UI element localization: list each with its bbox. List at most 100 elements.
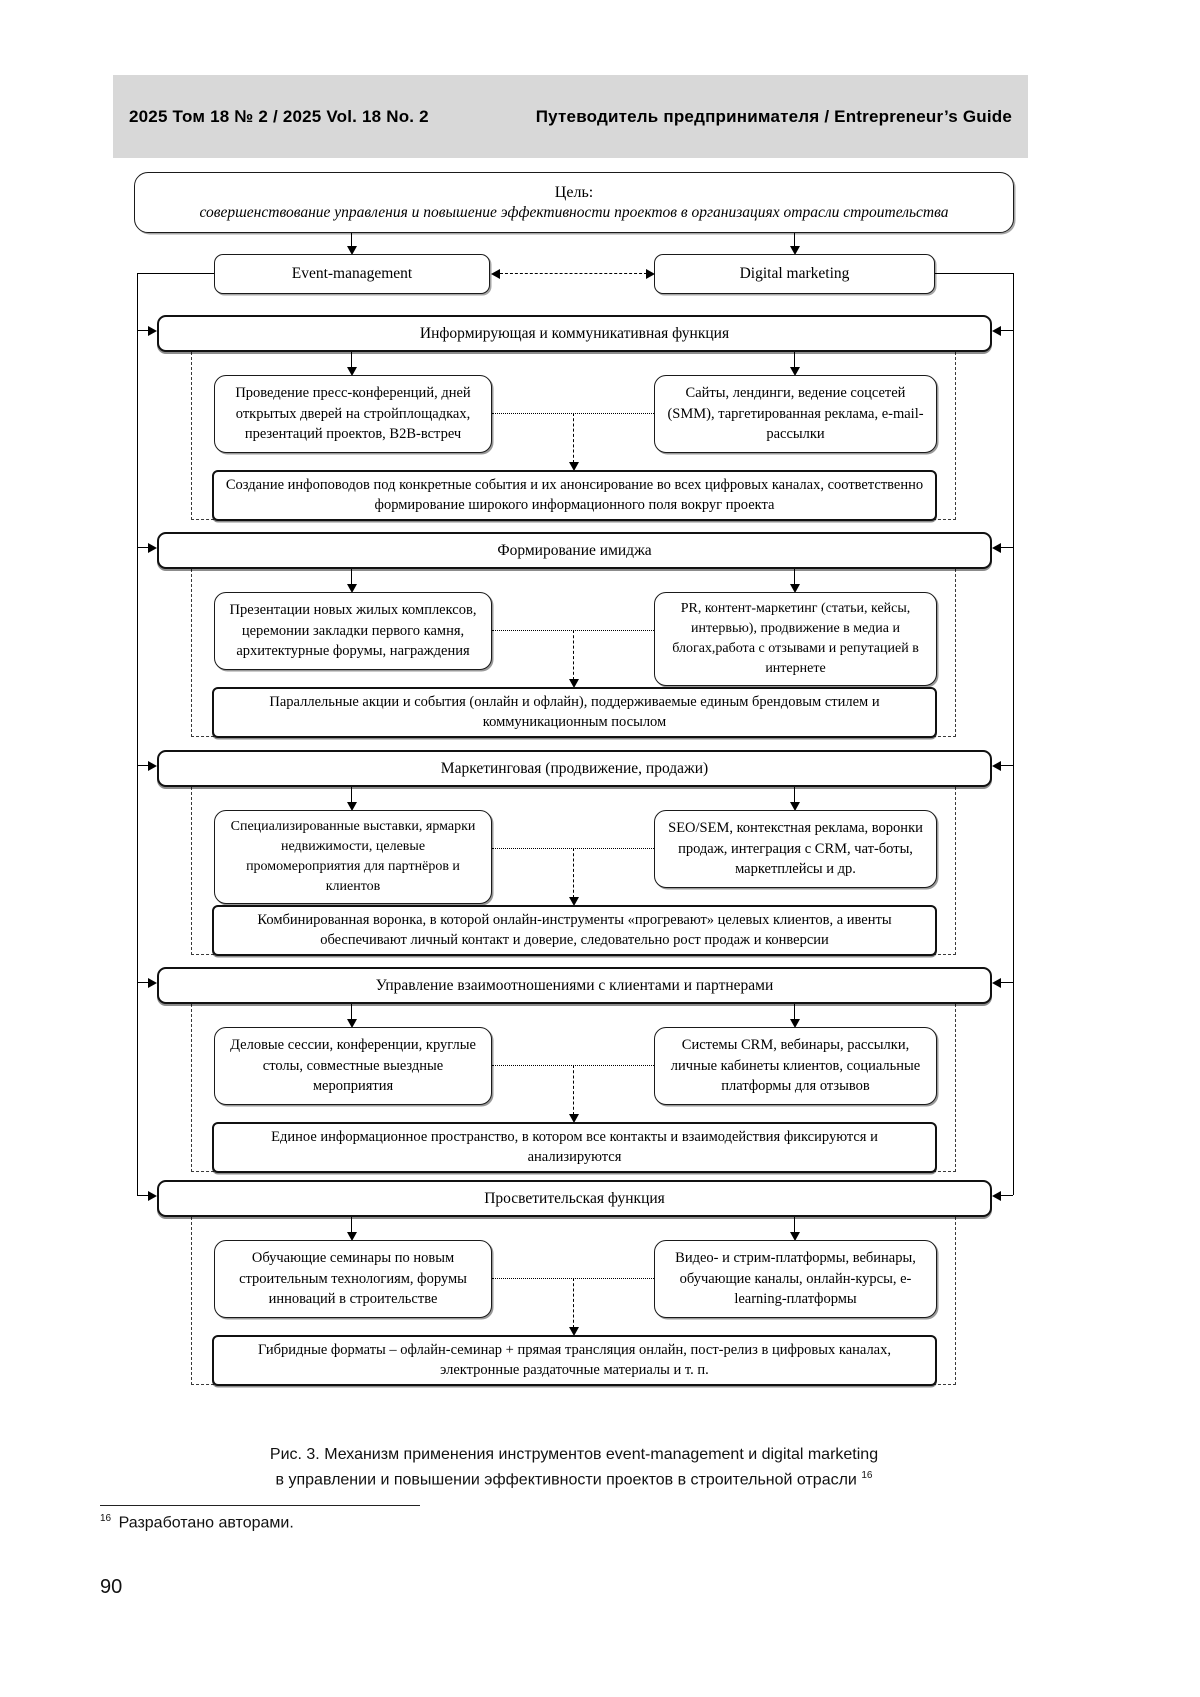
event-tools-box: Деловые сессии, конференции, круглые сто… [214,1027,492,1105]
arrow-down-icon [569,1327,579,1336]
arrow-down-icon [569,1114,579,1123]
arrow-left-icon [992,543,1001,553]
arrow-down-icon [790,246,800,255]
issue-info: 2025 Том 18 № 2 / 2025 Vol. 18 No. 2 [129,106,429,126]
rail-stub [137,765,149,766]
synergy-text: Комбинированная воронка, в которой онлай… [257,912,892,949]
section-title: Просветительская функция [484,1189,665,1207]
right-rail [1013,273,1014,1195]
connector-line [351,1217,352,1234]
section-title: Маркетинговая (продвижение, продажи) [440,759,709,777]
arrow-left-icon [491,269,500,279]
synergy-box: Единое информационное пространство, в ко… [212,1122,937,1173]
arrow-right-icon [148,761,157,771]
synergy-box: Создание инфоповодов под конкретные собы… [212,470,937,521]
event-tools-text: Обучающие семинары по новым строительным… [239,1250,467,1308]
event-tools-box: Проведение пресс-конференций, дней откры… [214,375,492,453]
page-number: 90 [100,1576,123,1598]
goal-label: Цель: [554,183,594,201]
connector-line [794,352,795,369]
goal-text: совершенствование управления и повышение… [199,203,949,221]
arrow-down-icon [347,1232,357,1241]
section-title: Формирование имиджа [497,541,652,559]
arrow-left-icon [992,1191,1001,1201]
digital-tools-text: Сайты, лендинги, ведение соцсетей (SMM),… [667,385,924,443]
right-rail [935,273,1013,274]
connector-dashed [573,848,574,898]
section-title: Информирующая и коммуникативная функция [419,324,730,342]
connector-line [351,569,352,586]
function-section: Управление взаимоотношениями с клиентами… [0,967,1200,1184]
event-tools-box: Обучающие семинары по новым строительным… [214,1240,492,1318]
rail-stub [1001,1195,1013,1196]
arrow-down-icon [347,584,357,593]
running-head: 2025 Том 18 № 2 / 2025 Vol. 18 No. 2 Пут… [113,75,1028,158]
arrow-right-icon [148,1191,157,1201]
section-header: Маркетинговая (продвижение, продажи) [157,750,992,787]
rail-stub [137,982,149,983]
caption-line-1: Рис. 3. Механизм применения инструментов… [269,1446,879,1463]
connector-line [794,569,795,586]
rail-stub [137,1195,149,1196]
event-tools-text: Проведение пресс-конференций, дней откры… [235,385,471,443]
arrow-down-icon [790,584,800,593]
connector-dashed [500,273,647,274]
connector-line [794,1004,795,1021]
digital-tools-box: PR, контент-маркетинг (статьи, кейсы, ин… [654,592,937,686]
synergy-text: Параллельные акции и события (онлайн и о… [269,694,880,731]
digital-tools-text: Системы CRM, вебинары, рассылки, личные … [670,1037,921,1095]
arrow-right-icon [148,543,157,553]
section-header: Формирование имиджа [157,532,992,569]
connector-dashed [573,630,574,680]
footnote: 16 Разработано авторами. [100,1513,294,1532]
event-tools-text: Специализированные выставки, ярмарки нед… [230,819,476,894]
synergy-box: Гибридные форматы – офлайн-семинар + пря… [212,1335,937,1386]
function-section: Маркетинговая (продвижение, продажи) Спе… [0,750,1200,967]
event-tools-text: Презентации новых жилых комплексов, цере… [229,602,477,660]
synergy-text: Гибридные форматы – офлайн-семинар + пря… [257,1342,891,1379]
event-tools-box: Специализированные выставки, ярмарки нед… [214,810,492,904]
arrow-right-icon [148,978,157,988]
rail-stub [137,330,149,331]
connector-dashed [573,1278,574,1328]
arrow-left-icon [992,978,1001,988]
event-tools-text: Деловые сессии, конференции, круглые сто… [230,1037,476,1095]
left-rail [137,273,214,274]
arrow-down-icon [790,367,800,376]
digital-tools-box: Системы CRM, вебинары, рассылки, личные … [654,1027,937,1105]
arrow-left-icon [992,761,1001,771]
connector-dashed [573,1065,574,1115]
digital-tools-text: SEO/SEM, контекстная реклама, воронки пр… [668,820,923,878]
footnote-text: Разработано авторами. [118,1514,294,1532]
connector-line [794,1217,795,1234]
section-title: Управление взаимоотношениями с клиентами… [375,976,774,994]
connector-line [351,787,352,804]
figure-caption: Рис. 3. Механизм применения инструментов… [134,1443,1014,1493]
section-header: Управление взаимоотношениями с клиентами… [157,967,992,1004]
digital-marketing-label: Digital marketing [739,265,850,282]
event-tools-box: Презентации новых жилых комплексов, цере… [214,592,492,670]
arrow-down-icon [347,802,357,811]
digital-tools-box: SEO/SEM, контекстная реклама, воронки пр… [654,810,937,888]
digital-tools-text: PR, контент-маркетинг (статьи, кейсы, ин… [672,601,919,676]
section-header: Просветительская функция [157,1180,992,1217]
function-section: Формирование имиджа Презентации новых жи… [0,532,1200,749]
footnote-rule [100,1505,420,1506]
digital-marketing-box: Digital marketing [654,254,935,294]
connector-dashed [573,413,574,463]
arrow-down-icon [790,802,800,811]
synergy-box: Комбинированная воронка, в которой онлай… [212,905,937,956]
connector-line [794,233,795,247]
synergy-text: Создание инфоповодов под конкретные собы… [225,477,924,514]
arrow-down-icon [569,462,579,471]
connector-line [351,233,352,247]
rail-stub [1001,765,1013,766]
digital-tools-text: Видео- и стрим-платформы, вебинары, обуч… [675,1250,916,1308]
rail-stub [137,547,149,548]
digital-tools-box: Видео- и стрим-платформы, вебинары, обуч… [654,1240,937,1318]
section-header: Информирующая и коммуникативная функция [157,315,992,352]
event-management-label: Event-management [291,265,413,282]
arrow-down-icon [569,679,579,688]
rail-stub [1001,982,1013,983]
